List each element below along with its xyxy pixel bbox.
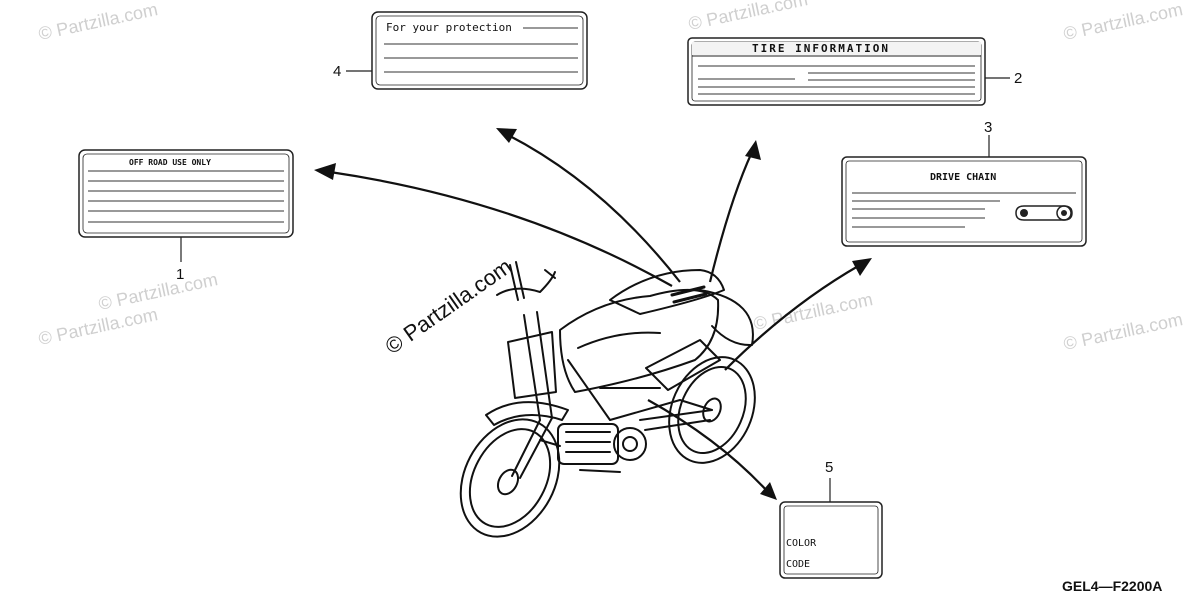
label-5-color-code: COLOR CODE <box>779 501 883 579</box>
label-2-tire-information: TIRE INFORMATION <box>687 37 986 106</box>
arrow-to-label-3 <box>724 264 861 371</box>
watermark-top-center: © Partzilla.com <box>687 0 810 34</box>
watermark-top-right: © Partzilla.com <box>1062 0 1185 44</box>
diagram-code: GEL4—F2200A <box>1062 578 1162 594</box>
protection-label-text: For your protection <box>386 21 512 34</box>
arrow-to-label-1 <box>329 170 673 287</box>
drive-chain-label-text: DRIVE CHAIN <box>930 172 996 183</box>
callout-4: 4 <box>333 63 341 80</box>
pointer-arrows <box>314 128 872 500</box>
callout-2: 2 <box>1014 70 1022 87</box>
tire-label-text: TIRE INFORMATION <box>752 42 890 55</box>
arrow-to-label-5 <box>647 399 769 493</box>
watermark-mid-left: © Partzilla.com <box>37 304 160 349</box>
label-3-drive-chain: DRIVE CHAIN <box>841 156 1087 247</box>
label-1-off-road: OFF ROAD USE ONLY <box>78 149 294 238</box>
offroad-label-text: OFF ROAD USE ONLY <box>129 158 211 167</box>
chain-sprocket-icon <box>1015 205 1073 221</box>
callout-3: 3 <box>984 119 992 136</box>
code-label-text: CODE <box>786 559 810 570</box>
color-label-text: COLOR <box>786 538 817 549</box>
watermark-mid-right: © Partzilla.com <box>1062 309 1185 354</box>
watermark-main: © Partzilla.com <box>381 254 517 360</box>
watermark-top-left: © Partzilla.com <box>37 0 160 44</box>
label-4-protection: For your protection <box>371 11 588 90</box>
callout-5: 5 <box>825 459 833 476</box>
motorcycle-illustration <box>459 261 756 538</box>
arrow-to-label-2 <box>708 151 754 283</box>
callout-1: 1 <box>176 266 184 283</box>
watermark-center-left: © Partzilla.com <box>97 269 220 314</box>
arrow-from-label-4 <box>499 130 681 283</box>
